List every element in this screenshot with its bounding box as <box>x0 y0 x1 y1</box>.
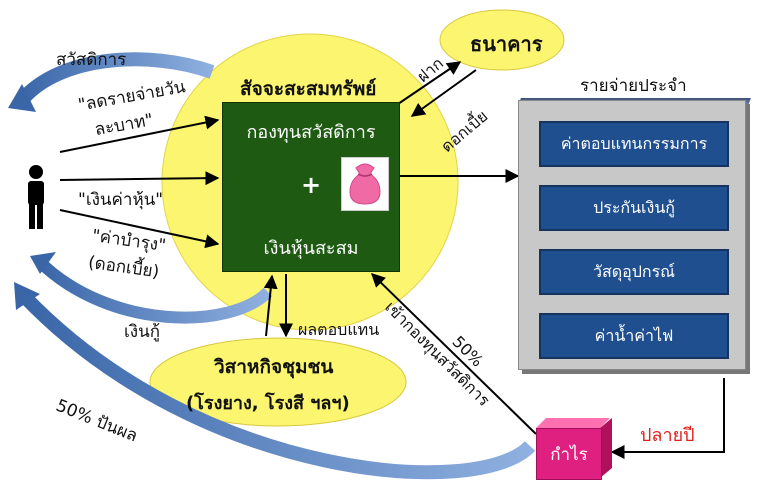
enterprise-label-2: (โรงยาง, โรงสี ฯลฯ) <box>186 393 350 414</box>
welfare-fund-label: กองทุนสวัสดิการ <box>246 122 376 143</box>
welfare-label: สวัสดิการ <box>56 50 127 70</box>
bank-label: ธนาคาร <box>470 32 543 56</box>
maintenance-label: "ค่าบำรุง" (ดอกเบี้ย) <box>86 222 167 286</box>
expense-item-loan-insurance: ประกันเงินกู้ <box>539 185 729 231</box>
arrow-interest <box>410 69 477 117</box>
profit-label: กำไร <box>550 444 588 465</box>
arrow-profit-to-fund <box>370 273 537 435</box>
money-bag-icon <box>341 157 389 211</box>
regular-expense-title: รายจ่ายประจำ <box>580 76 687 96</box>
welfare-curve-arrow <box>16 52 215 105</box>
arrow-maintenance <box>59 209 220 249</box>
loan-label: เงินกู้ <box>124 322 161 342</box>
bank-ellipse <box>439 9 565 71</box>
expense-item-utilities: ค่าน้ำค่าไฟ <box>539 313 729 359</box>
share-money-label: "เงินค่าหุ้น" <box>78 190 164 210</box>
asset-accumulation-title: สัจจะสะสมทรัพย์ <box>240 78 377 100</box>
arrow-year-end <box>610 378 725 459</box>
profit-box-side <box>600 418 612 478</box>
expense-item-materials: วัสดุอุปกรณ์ <box>539 249 729 295</box>
arrow-deposit <box>397 61 462 105</box>
arrow-share-money <box>59 171 220 186</box>
person-icon <box>28 165 44 229</box>
center-fund-box: กองทุนสวัสดิการ + เงินหุ้นสะสม <box>222 102 400 272</box>
enterprise-label-1: วิสาหกิจชุมชน <box>214 356 334 378</box>
enterprise-ellipse <box>149 337 407 427</box>
profit-box-top <box>536 418 610 428</box>
profit-box: กำไร <box>536 428 602 480</box>
expense-panel: ค่าตอบแทนกรรมการ ประกันเงินกู้ วัสดุอุปก… <box>518 100 746 370</box>
returns-label: ผลตอบแทน <box>298 320 380 339</box>
expense-item-committee: ค่าตอบแทนกรรมการ <box>539 121 729 167</box>
arrow-from-enterprise <box>263 274 278 337</box>
arrow-reduce-expense <box>59 115 220 153</box>
year-end-label: ปลายปี <box>640 425 695 446</box>
loan-curve-arrow <box>35 257 273 324</box>
dividend-curve-arrow <box>18 291 536 480</box>
accumulated-shares-label: เงินหุ้นสะสม <box>263 238 359 259</box>
plus-sign: + <box>301 171 322 199</box>
